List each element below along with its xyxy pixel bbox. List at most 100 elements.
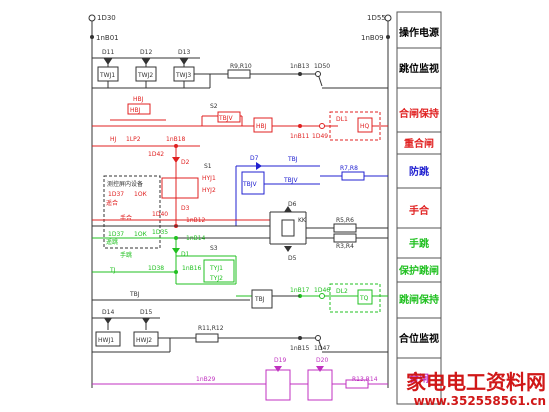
watermark-title: 家电电工资料网 [406,370,546,394]
resistor-r9r10: R9,R10 [230,63,252,70]
label-1nb17: 1nB17 [290,287,310,294]
terminal-1d50 [315,71,321,77]
switch-s2: S2 [210,103,218,110]
resistor-r11r12: R11,R12 [198,325,224,332]
panel-label-trip-hold: 跳闸保持 [399,293,439,306]
contact-dl1: DL1 [336,116,348,123]
relay-twj1: TWJ1 [99,72,115,79]
plate-1lp2: 1LP2 [126,136,141,143]
tbj-circuit [92,289,300,309]
node-1nb14 [174,236,178,240]
diode-d2-symbol [172,157,180,163]
relay-hbj-mid: HBJ [130,107,141,114]
diode-d15: D15 [140,309,152,316]
terminal-1d47 [315,335,321,341]
trip-monitor-circuit [92,57,388,89]
resistor-r13r14: R13,R14 [352,376,378,383]
label-manual-close: 手合 [120,214,132,222]
diode-d1-symbol [172,248,180,254]
panel-label-manual-close: 手合 [409,204,430,217]
hyj-group-box [161,177,199,199]
label-1nb09: 1nB09 [361,34,384,42]
diode-d20-symbol [316,366,324,372]
label-1nb16: 1nB16 [182,265,202,272]
diode-d19: D19 [274,357,286,364]
bus-lines [91,18,389,388]
panel-label-power: 操作电源 [399,26,439,39]
terminal-1d46 [319,293,325,299]
diode-d7: D7 [250,155,259,162]
relay-tbj-d7: TBJ [287,156,298,163]
label-1d30: 1D30 [97,14,116,22]
relay-hwj2: HWJ2 [136,337,152,344]
label-1d38: 1D38 [148,265,164,272]
node-1nb15 [298,336,302,340]
relay-tbjv-top: TBJV [218,115,234,122]
label-1nb11: 1nB11 [290,133,310,140]
diode-d2: D2 [181,159,190,166]
contact-dl2: DL2 [336,288,348,295]
diode-d1: D1 [181,251,190,258]
label-1nb14: 1nB14 [186,235,206,242]
function-panel [396,11,442,405]
label-1nb15: 1nB15 [290,345,310,352]
panel-label-close-hold: 合闸保持 [398,107,439,120]
label-1nb01: 1nB01 [96,34,119,42]
label-1ok-a: 1ОК [134,191,148,198]
relay-tyj1: TYJ1 [209,265,223,272]
resistor-r3r4: R3,R4 [336,243,354,250]
switch-s3: S3 [210,245,218,252]
panel-label-close: 合闸 [408,372,429,385]
label-1d37-a: 1D37 [108,191,124,198]
terminal-1d55 [384,14,392,22]
relay-tbj-box: TBJ [254,296,265,303]
function-panel-dividers [397,47,441,359]
label-1d47: 1D47 [314,345,330,352]
coil-hq: HQ [360,123,370,130]
panel-label-trip-monitor: 跳位监视 [399,62,439,75]
label-manual-trip: 手跳 [120,251,132,259]
label-1d35: 1D35 [152,229,168,236]
resistor-r7r8: R7,R8 [340,165,358,172]
node-1nb16 [174,270,178,274]
node-1nb13 [298,72,302,76]
relay-hwj1: HWJ1 [98,337,114,344]
panel-label-protect-trip: 保护跳闸 [398,264,439,277]
label-1nb18: 1nB18 [166,136,186,143]
diode-d13: D13 [178,49,190,56]
terminal-1d49 [319,123,325,129]
diode-d6: D6 [288,201,297,208]
diode-d15-symbol [142,318,150,324]
relay-hbj-box: HBJ [256,123,267,130]
diode-d5-symbol [284,246,292,252]
anti-trip-circuit [235,165,388,226]
switch-s1: S1 [204,163,212,170]
node-1nb18 [174,144,178,148]
label-remote-close: 遥合 [106,199,118,207]
relay-hbj-top: HBJ [133,96,144,103]
relay-hyj1: HYJ1 [202,175,216,182]
diode-d3: D3 [181,205,190,212]
device-title: 测控屏内设备 [107,180,143,188]
coil-tq: TQ [359,295,369,302]
relay-tj: TJ [109,267,116,274]
label-1d50: 1D50 [314,63,330,70]
panel-label-anti-trip: 防跳 [409,165,429,178]
close-circuit [92,366,388,401]
relay-tbjv-box: TBJV [242,181,258,188]
relay-tbjv-r: TBJV [283,177,299,184]
resistor-r5r6: R5,R6 [336,217,354,224]
panel-label-close-monitor: 合位监视 [398,332,439,345]
label-1nb12: 1nB12 [186,217,206,224]
label-1d46: 1D46 [314,287,330,294]
node-1nb11 [298,124,302,128]
diode-d6-symbol [284,206,292,212]
diode-d5: D5 [288,255,297,262]
relay-hj: HJ [110,136,117,143]
node-1nb09 [386,35,390,39]
label-1d55: 1D55 [367,14,386,22]
label-1d40: 1D40 [152,211,168,218]
label-1ok-b: 1ОК [134,231,148,238]
